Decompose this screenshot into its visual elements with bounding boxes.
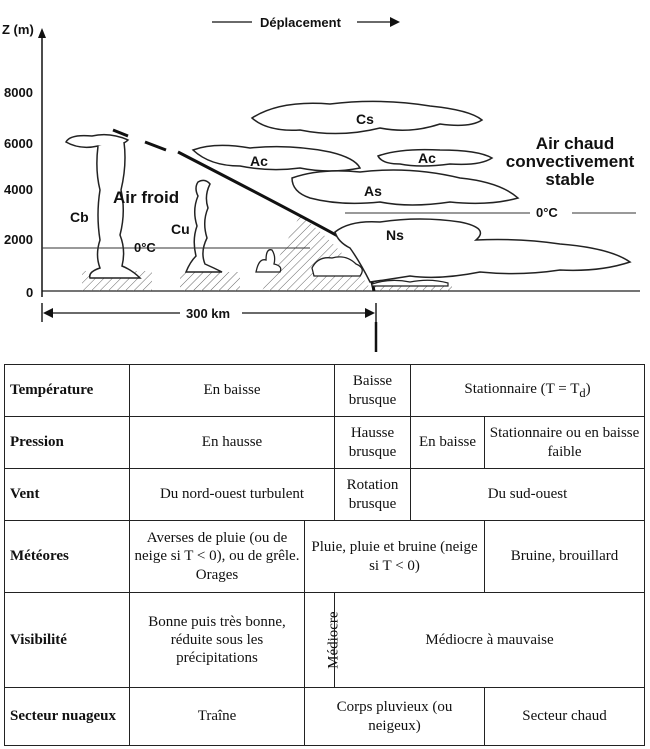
cloud-label-ns: Ns [386,227,404,243]
ground-hatch [372,283,452,291]
table-cell: Hausse brusque [334,416,412,469]
ac-cloud-2 [376,148,494,167]
arrow-left-icon [43,308,53,318]
low-cloud [371,279,449,287]
ground-hatch [180,272,240,291]
front-dash [144,140,167,152]
zero-isotherm-warm-label: 0°C [536,205,558,220]
table-cell: Du nord-ouest turbulent [128,468,336,521]
as-cloud [291,169,520,206]
table-cell: En baisse [128,364,336,417]
table-row-pression: Pression En hausse Hausse brusque En bai… [4,416,646,469]
row-label: Météores [4,520,130,593]
y-tick: 6000 [4,136,33,151]
cloud-label-cu: Cu [171,221,190,237]
low-cloud [311,256,363,277]
table-cell: Corps pluvieux (ou neigeux) [303,687,486,746]
table-cell: Baisse brusque [334,364,412,417]
direction-label: Déplacement [260,15,342,30]
table-row-secteur: Secteur nuageux Traîne Corps pluvieux (o… [4,687,646,746]
cold-air-label: Air froid [113,188,179,207]
table-cell: En baisse [410,416,486,469]
table-cell: Averses de pluie (ou de neige si T < 0),… [129,520,305,593]
cell-subscript: d [579,385,586,400]
table-cell: Rotation brusque [334,468,412,521]
warm-air-label: stable [545,170,594,189]
ns-cloud [334,218,632,283]
table-cell: Bruine, brouillard [484,520,646,593]
ac-cloud-1 [191,144,362,172]
table-row-visibilite: Visibilité Bonne puis très bonne, réduit… [4,592,646,688]
vertical-text: Médiocre [325,611,342,669]
cloud-label-ac-1: Ac [250,153,268,169]
arrow-right-icon [390,17,400,27]
weather-table: Température En baisse Baisse brusque Sta… [4,364,646,746]
y-axis-arrow-icon [38,28,46,38]
table-row-temperature: Température En baisse Baisse brusque Sta… [4,364,646,417]
arrow-right-icon [365,308,375,318]
row-label: Secteur nuageux [4,687,130,746]
row-label: Température [4,364,130,417]
warm-air-label: Air chaud [536,134,614,153]
axis-label: Z (m) [2,22,34,37]
cs-cloud [250,100,484,135]
y-tick: 0 [26,285,33,300]
distance-label-bg [180,303,242,323]
zero-isotherm-cold-label: 0°C [134,240,156,255]
table-cell: Stationnaire ou en baisse faible [484,416,646,469]
small-cu-cloud [255,249,282,273]
front-dash [112,128,129,138]
cloud-label-cs: Cs [356,111,374,127]
warm-air-label: convectivement [506,152,635,171]
cloud-label-cb: Cb [70,209,89,225]
table-cell: Secteur chaud [484,687,646,746]
cb-cloud [88,141,142,279]
table-cell: Pluie, pluie et bruine (neige si T < 0) [303,520,486,593]
cold-front-diagram: Z (m) 8000 6000 4000 2000 0 Déplacement … [2,15,640,352]
cu-cloud [184,179,223,273]
table-cell: Du sud-ouest [410,468,646,521]
table-row-meteores: Météores Averses de pluie (ou de neige s… [4,520,646,593]
table-cell: En hausse [128,416,336,469]
table-cell: Médiocre à mauvaise [334,592,646,688]
table-row-vent: Vent Du nord-ouest turbulent Rotation br… [4,468,646,521]
cell-text: ) [585,380,591,397]
y-tick: 8000 [4,85,33,100]
cloud-label-ac-2: Ac [418,150,436,166]
table-cell: Traîne [129,687,305,746]
y-tick: 2000 [4,232,33,247]
y-tick: 4000 [4,182,33,197]
table-cell: Bonne puis très bonne, réduite sous les … [129,592,305,688]
cell-text: Stationnaire (T = T [464,380,580,397]
row-label: Visibilité [4,592,130,688]
cloud-label-as: As [364,183,382,199]
row-label: Pression [4,416,130,469]
row-label: Vent [4,468,130,521]
distance-label: 300 km [186,306,230,321]
table-cell: Stationnaire (T = Td) [410,364,646,417]
table-cell-vertical: Médiocre [303,592,342,688]
